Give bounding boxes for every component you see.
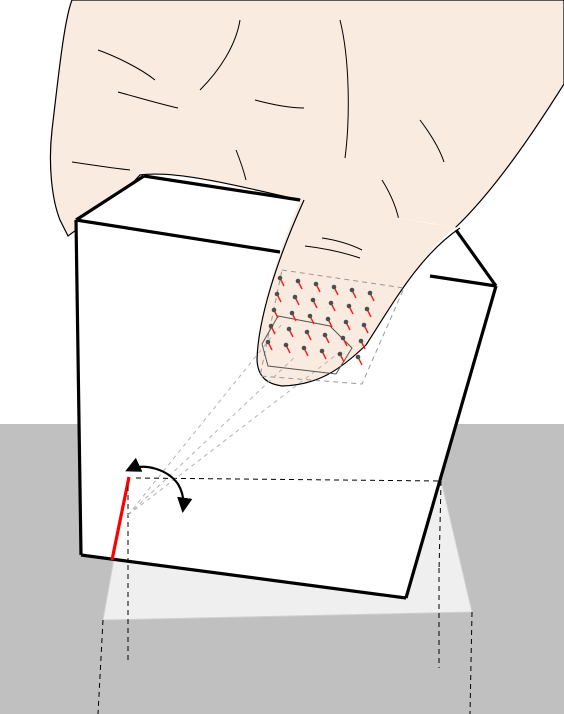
thumb-knuckle-line: [304, 245, 361, 259]
marker-dot: [274, 291, 280, 297]
marker-dot: [364, 306, 370, 312]
marker-dot: [292, 294, 298, 300]
sensor-marker: [355, 354, 363, 366]
marker-dot: [277, 275, 283, 281]
marker-dot: [346, 303, 352, 309]
sensor-marker: [340, 335, 348, 347]
marker-dot: [307, 313, 313, 319]
sensor-marker: [319, 348, 327, 360]
contact-region: [261, 315, 353, 375]
marker-dot: [289, 310, 295, 316]
sensor-marker: [286, 326, 294, 338]
finger-crease: [254, 99, 305, 109]
sensor-marker: [268, 323, 276, 335]
sensor-marker: [307, 313, 315, 325]
sensor-marker: [328, 300, 336, 312]
marker-dot: [358, 338, 364, 344]
cube-edge: [404, 285, 498, 599]
marker-dot: [337, 351, 343, 357]
sensor-grid: [265, 275, 375, 366]
marker-dot: [301, 345, 307, 351]
marker-dot: [361, 322, 367, 328]
sensor-marker: [289, 310, 297, 322]
marker-dot: [355, 354, 361, 360]
cube-edge: [75, 218, 281, 254]
finger-crease: [117, 91, 179, 109]
marker-dot: [268, 323, 274, 329]
sensor-marker: [346, 303, 354, 315]
projection-line: [469, 611, 473, 714]
cube-edge: [429, 274, 497, 288]
footprint-line: [438, 480, 442, 573]
marker-dot: [340, 335, 346, 341]
sensor-marker: [331, 284, 339, 296]
sensor-marker: [361, 322, 369, 334]
thumb-knuckle-line: [321, 237, 363, 251]
guide-line: [127, 355, 297, 516]
marker-dot: [331, 284, 337, 290]
sensor-marker: [367, 290, 375, 302]
cube-edge: [80, 553, 407, 600]
sensor-marker: [292, 294, 300, 306]
marker-dot: [283, 342, 289, 348]
marker-dot: [286, 326, 292, 332]
sensor-marker: [349, 287, 357, 299]
sensor-marker: [265, 339, 273, 351]
cube-edge: [454, 229, 498, 287]
sensor-marker: [364, 306, 372, 318]
sensor-marker: [313, 281, 321, 293]
sensor-marker: [343, 319, 351, 331]
sensor-marker: [310, 297, 318, 309]
marker-dot: [322, 332, 328, 338]
sensor-marker: [277, 275, 285, 287]
sensor-marker: [274, 291, 282, 303]
thumb-outline: [256, 199, 461, 387]
marker-dot: [343, 319, 349, 325]
sensor-pad-boundary: [259, 269, 405, 385]
marker-dot: [310, 297, 316, 303]
projection-lines: [97, 565, 473, 714]
sensor-marker: [322, 332, 330, 344]
finger-crease: [199, 19, 241, 91]
marker-dot: [271, 307, 277, 313]
curved-double-arrow-icon: [125, 457, 193, 514]
finger-crease: [235, 149, 247, 181]
marker-dot: [319, 348, 325, 354]
tactile-sensor-pad: [259, 269, 405, 385]
finger-crease: [71, 161, 131, 171]
sensor-marker: [304, 329, 312, 341]
sensor-marker: [283, 342, 291, 354]
marker-dot: [295, 278, 301, 284]
footprint-line: [135, 477, 442, 482]
cube-edge: [75, 174, 145, 222]
marker-dot: [313, 281, 319, 287]
sensor-marker: [301, 345, 309, 357]
projection-line: [97, 619, 104, 714]
finger-crease: [97, 49, 156, 81]
finger-crease: [339, 19, 349, 159]
sensor-marker: [337, 351, 345, 363]
marker-dot: [367, 290, 373, 296]
marker-dot: [265, 339, 271, 345]
marker-dot: [325, 316, 331, 322]
finger-crease: [419, 119, 445, 163]
marker-dot: [304, 329, 310, 335]
sensor-marker: [271, 307, 279, 319]
sensor-marker: [295, 278, 303, 290]
sensor-marker: [358, 338, 366, 350]
marker-dot: [328, 300, 334, 306]
cube-edge: [143, 174, 301, 202]
sensor-marker: [325, 316, 333, 328]
cube-edge: [74, 219, 83, 556]
marker-dot: [349, 287, 355, 293]
